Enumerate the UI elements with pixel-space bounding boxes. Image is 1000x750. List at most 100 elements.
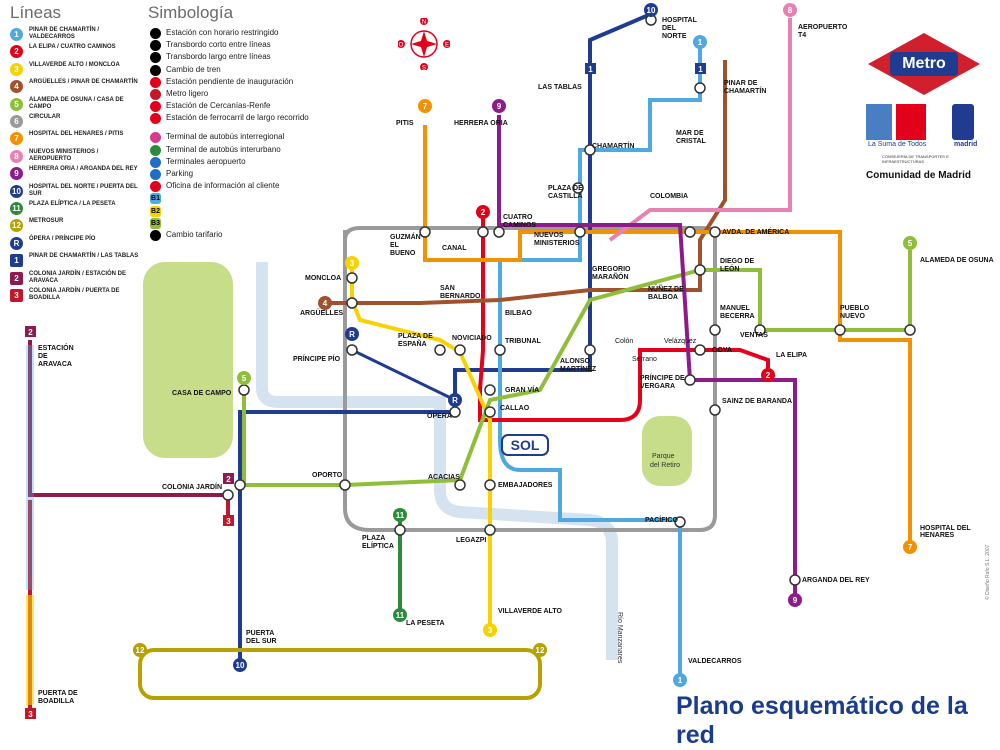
legend-symbol-row: Terminal de autobús interregional: [150, 132, 330, 144]
station-gran-via[interactable]: GRAN VÍA: [505, 387, 540, 394]
station-plaza-eliptica[interactable]: PLAZA ELÍPTICA: [362, 535, 394, 550]
station-hospital-del-henares[interactable]: HOSPITAL DEL HENARES: [920, 525, 971, 539]
svg-text:1: 1: [698, 65, 703, 74]
station-pitis[interactable]: PITIS: [396, 120, 414, 127]
station-avda-america[interactable]: AVDA. DE AMÉRICA: [722, 229, 790, 236]
station-pueblo-nuevo[interactable]: PUEBLO NUEVO: [840, 305, 870, 320]
compass-o: O: [399, 43, 404, 49]
station-opera[interactable]: ÓPERA: [427, 413, 452, 420]
station-aeropuerto-t4[interactable]: AEROPUERTO T4: [798, 24, 848, 39]
station-pacifico[interactable]: PACÍFICO: [645, 517, 678, 524]
symbol-label: Estación de ferrocarril de largo recorri…: [166, 113, 309, 123]
legend-symbol-row: Estación de ferrocarril de largo recorri…: [150, 113, 330, 125]
symbol-label: Terminal de autobús interurbano: [166, 144, 281, 154]
station-serrano[interactable]: Serrano: [632, 356, 657, 363]
station-estacion-aravaca[interactable]: ESTACIÓN DE ARAVACA: [38, 345, 74, 368]
station-legazpi[interactable]: LEGAZPI: [456, 537, 487, 544]
station-casa-de-campo[interactable]: CASA DE CAMPO: [172, 390, 232, 397]
legend-line-row: 8 NUEVOS MINISTERIOS / AEROPUERTO: [10, 149, 142, 166]
station-velazquez[interactable]: Velázquez: [664, 338, 697, 345]
svg-text:3: 3: [488, 626, 493, 635]
station-alameda-de-osuna[interactable]: ALAMEDA DE OSUNA: [920, 257, 994, 264]
station-arguelles[interactable]: ARGÜELLES: [300, 310, 344, 317]
station-puerta-del-sur[interactable]: PUERTA DEL SUR: [246, 630, 277, 645]
station-alonso-martinez[interactable]: ALONSO MARTÍNEZ: [560, 358, 597, 373]
parking-icon: [150, 169, 161, 180]
station-acacias[interactable]: ACACIAS: [428, 474, 460, 481]
station-pinar-de-chamartin[interactable]: PINAR DE CHAMARTÍN: [724, 80, 767, 95]
station-moncloa[interactable]: MONCLOA: [305, 275, 342, 282]
station-gregorio-maranon[interactable]: GREGORIO MARAÑÓN: [592, 266, 631, 281]
station-herrera-oria[interactable]: HERRERA ORIA: [454, 120, 508, 127]
station-puerta-boadilla[interactable]: PUERTA DE BOADILLA: [38, 690, 78, 705]
station-sainz-de-baranda[interactable]: SAINZ DE BARANDA: [722, 398, 792, 405]
station-la-elipa[interactable]: LA ELIPA: [776, 352, 808, 359]
station-goya[interactable]: GOYA: [712, 347, 732, 354]
station-colombia[interactable]: COLOMBIA: [650, 193, 689, 200]
station-mar-de-cristal[interactable]: MAR DE CRISTAL: [676, 130, 706, 145]
station-principe-vergara[interactable]: PRÍNCIPE DE VERGARA: [640, 375, 685, 390]
sol-station-box[interactable]: [501, 434, 549, 456]
station-principe-pio[interactable]: PRÍNCIPE PÍO: [293, 356, 341, 363]
station-embajadores[interactable]: EMBAJADORES: [498, 482, 553, 489]
map-title: Plano esquemático de la red: [676, 692, 968, 749]
line-badge-icon: 2: [10, 271, 23, 285]
station-plaza-espana[interactable]: PLAZA DE ESPAÑA: [398, 333, 433, 348]
station-la-peseta[interactable]: LA PESETA: [406, 620, 445, 627]
station-diego-de-leon[interactable]: DIEGO DE LEÓN: [720, 258, 755, 273]
line-name: COLONIA JARDÍN / ESTACIÓN DE ARAVACA: [29, 270, 127, 284]
line-badge-icon: 8: [10, 149, 23, 163]
line-name: NUEVOS MINISTERIOS / AEROPUERTO: [29, 148, 99, 162]
station-arganda-del-rey[interactable]: ARGANDA DEL REY: [802, 577, 870, 584]
svg-text:10: 10: [647, 6, 656, 15]
station-manuel-becerra[interactable]: MANUEL BECERRA: [720, 305, 755, 320]
svg-text:8: 8: [788, 6, 793, 15]
station-ventas[interactable]: VENTAS: [740, 332, 768, 339]
legend-symbol-row: Transbordo largo entre líneas: [150, 52, 330, 64]
station-callao[interactable]: CALLAO: [500, 405, 530, 412]
station-san-bernardo[interactable]: SAN BERNARDO: [440, 285, 481, 300]
station-guzman-el-bueno[interactable]: GUZMÁN EL BUENO: [390, 234, 421, 257]
line-r: [351, 348, 456, 402]
station-colonia-jardin[interactable]: COLONIA JARDÍN: [162, 484, 223, 491]
station-villaverde-alto[interactable]: VILLAVERDE ALTO: [498, 608, 562, 615]
station-hospital-del-norte[interactable]: HOSPITAL DEL NORTE: [662, 17, 697, 40]
svg-text:9: 9: [497, 102, 502, 111]
station-plaza-castilla[interactable]: PLAZA DE CASTILLA: [548, 185, 583, 200]
station-chamartin[interactable]: CHAMARTÍN: [592, 143, 635, 150]
station-nunez-de-balboa[interactable]: NÚÑEZ DE BALBOA: [648, 286, 684, 301]
sol-label: SOL: [511, 437, 540, 453]
line-name: ÓPERA / PRÍNCIPE PÍO: [29, 235, 96, 242]
svg-text:2: 2: [28, 328, 33, 337]
station-colon[interactable]: Colón: [615, 338, 634, 345]
city-name: madrid: [954, 141, 978, 148]
station-las-tablas[interactable]: LAS TABLAS: [538, 84, 582, 91]
fare-zone-b1-band: [26, 345, 34, 590]
line-badge-icon: 10: [10, 184, 23, 198]
svg-text:2: 2: [226, 475, 231, 484]
station-nuevos-ministerios[interactable]: NUEVOS MINISTERIOS: [534, 232, 580, 247]
manzanares-river: [256, 262, 618, 660]
line-badge-icon: 5: [10, 97, 23, 111]
station-bilbao[interactable]: BILBAO: [505, 310, 532, 317]
station-oporto[interactable]: OPORTO: [312, 472, 343, 479]
station-valdecarros[interactable]: VALDECARROS: [688, 658, 742, 665]
symbol-label: Cambio tarifario: [166, 230, 223, 239]
station-cuatro-caminos[interactable]: CUATRO CAMINOS: [503, 214, 537, 229]
retiro-park: [642, 416, 692, 486]
svg-text:2: 2: [481, 208, 486, 217]
symbol-label: Estación pendiente de inauguración: [166, 76, 294, 86]
legend-symbol-row: Oficina de información al cliente: [150, 181, 330, 193]
line-4: [325, 60, 727, 305]
station-tribunal[interactable]: TRIBUNAL: [505, 338, 541, 345]
symbol-label: Transbordo largo entre líneas: [166, 52, 271, 62]
line-name: HERRERA ORIA / ARGANDA DEL REY: [29, 166, 138, 173]
station-noviciado[interactable]: NOVICIADO: [452, 335, 492, 342]
svg-text:9: 9: [793, 596, 798, 605]
pending-opening-icon: [150, 76, 161, 88]
station-canal[interactable]: CANAL: [442, 245, 467, 252]
